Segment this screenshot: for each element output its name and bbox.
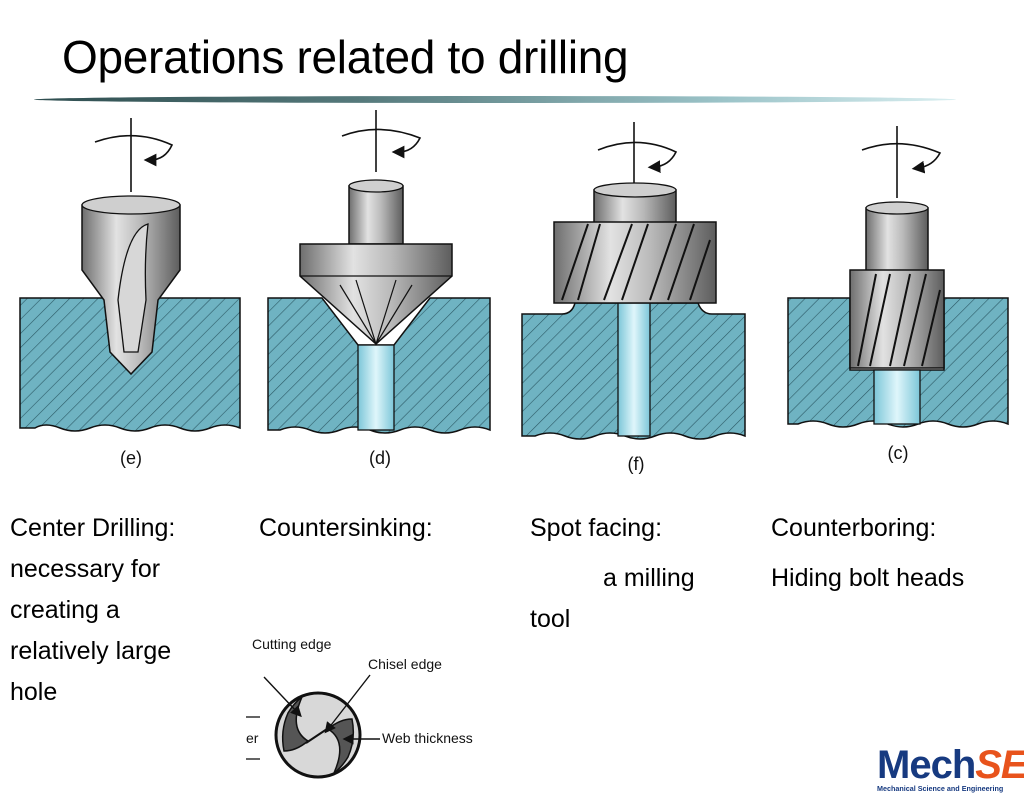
counterboring-heading: Counterboring:	[771, 514, 937, 542]
countersinking-description: Countersinking:	[259, 508, 433, 549]
spot-facing-heading: Spot facing:	[530, 514, 663, 542]
figure-center-drilling: (e)	[19, 118, 241, 468]
figure-caption-c: (c)	[888, 443, 909, 463]
center-drilling-heading: Center Drilling:	[10, 514, 176, 542]
counterboring-description: Counterboring: Hiding bolt heads	[771, 508, 964, 599]
rotation-icon	[341, 110, 422, 172]
logo-se-text: SE	[975, 743, 1024, 787]
spot-facing-line-2: a milling	[603, 564, 695, 592]
drilling-operations-illustration: (e) (d) (f)	[19, 110, 1009, 474]
center-drilling-line-1: necessary for	[10, 555, 161, 583]
center-drilling-description: Center Drilling: necessary for creating …	[10, 508, 175, 713]
figure-caption-e: (e)	[120, 448, 142, 468]
logo-subtitle: Mechanical Science and Engineering	[877, 784, 1004, 793]
chisel-edge-label: Chisel edge	[368, 656, 442, 672]
countersinking-heading: Countersinking:	[259, 514, 433, 542]
spot-facing-description: Spot facing: a milling tool	[530, 508, 695, 640]
center-drilling-line-2: creating a	[10, 596, 120, 624]
partial-label: er	[246, 730, 259, 746]
figure-countersinking: (d)	[267, 110, 491, 468]
center-drilling-line-3: relatively large	[10, 637, 172, 665]
rotation-icon	[597, 122, 678, 190]
slide-title: Operations related to drilling	[62, 31, 629, 83]
drill-cross-section-diagram: er Cutting edge Chisel edge Web thicknes…	[246, 636, 473, 779]
figure-caption-f: (f)	[628, 454, 645, 474]
counterboring-line-2: Hiding bolt heads	[771, 564, 965, 592]
web-thickness-label: Web thickness	[382, 730, 473, 746]
mechse-logo: MechSE Mechanical Science and Engineerin…	[877, 745, 1024, 793]
center-drilling-line-4: hole	[10, 678, 58, 706]
spot-facing-line-3: tool	[530, 605, 571, 633]
cutting-edge-label: Cutting edge	[252, 636, 332, 652]
logo-mech-text: Mech	[877, 743, 976, 787]
figure-spot-facing: (f)	[521, 122, 746, 474]
rotation-icon	[94, 118, 174, 192]
title-divider	[34, 96, 956, 103]
figure-counterboring: (c)	[787, 126, 1009, 463]
figure-caption-d: (d)	[369, 448, 391, 468]
rotation-icon	[861, 126, 942, 198]
